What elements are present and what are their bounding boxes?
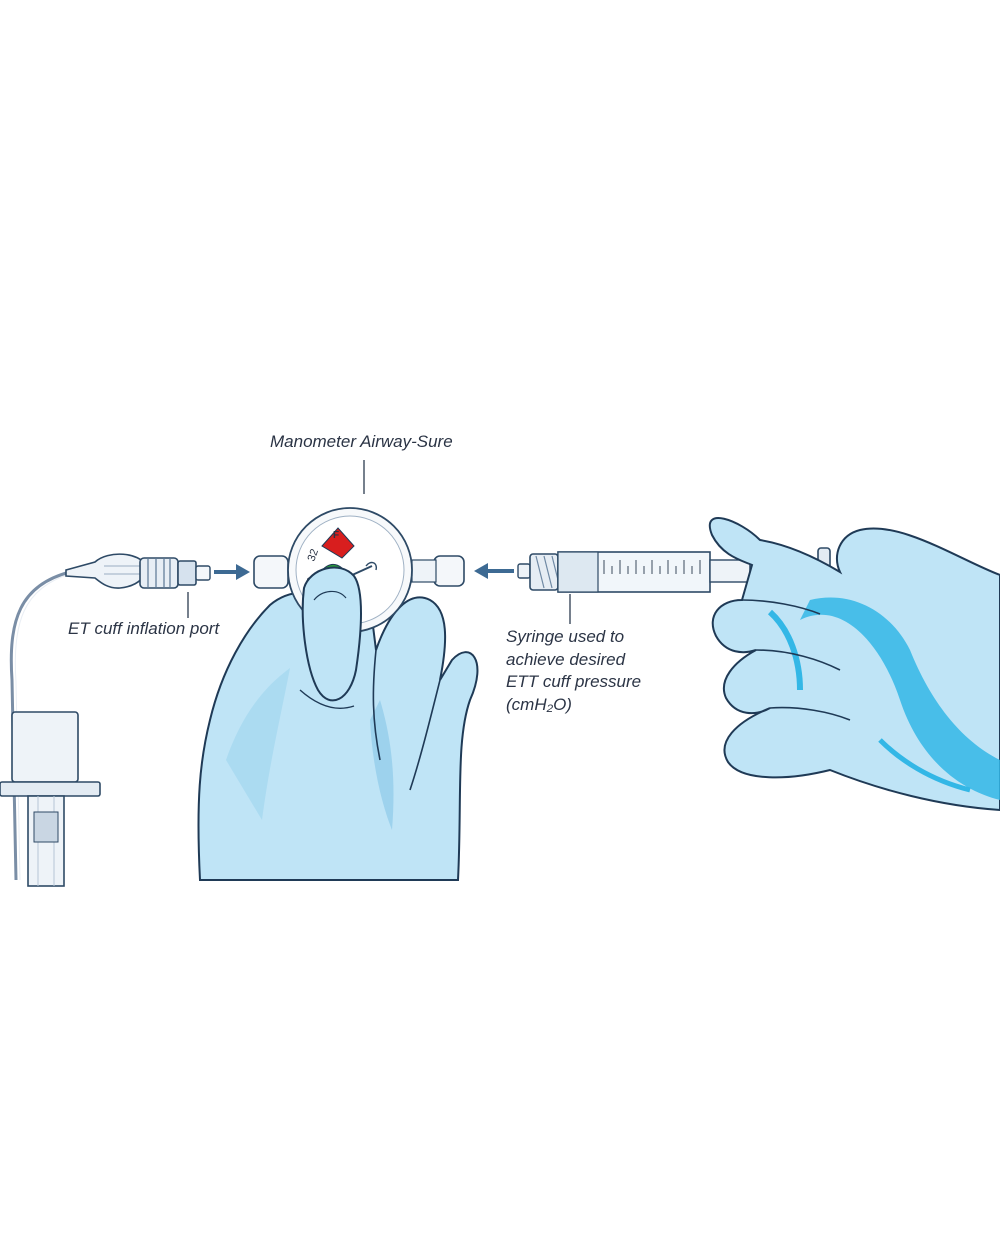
syringe-label: Syringe used to achieve desired ETT cuff…	[506, 626, 641, 716]
right-gloved-hand	[710, 518, 1000, 810]
syringe-label-line-3: ETT cuff pressure	[506, 671, 641, 694]
manometer-label: Manometer Airway-Sure	[270, 431, 453, 453]
cuff-port-label: ET cuff inflation port	[68, 618, 219, 640]
arrow-left-icon	[474, 563, 514, 579]
pilot-balloon	[66, 554, 146, 588]
syringe-label-line-1: Syringe used to	[506, 626, 641, 649]
syringe-label-line-4: (cmH₂O)	[506, 694, 641, 717]
arrow-right-icon	[214, 564, 250, 580]
cuff-inflation-port	[140, 558, 210, 588]
et-tube-assembly	[0, 554, 210, 886]
syringe-label-line-2: achieve desired	[506, 649, 641, 672]
gauge-letter-f: F	[333, 530, 339, 541]
